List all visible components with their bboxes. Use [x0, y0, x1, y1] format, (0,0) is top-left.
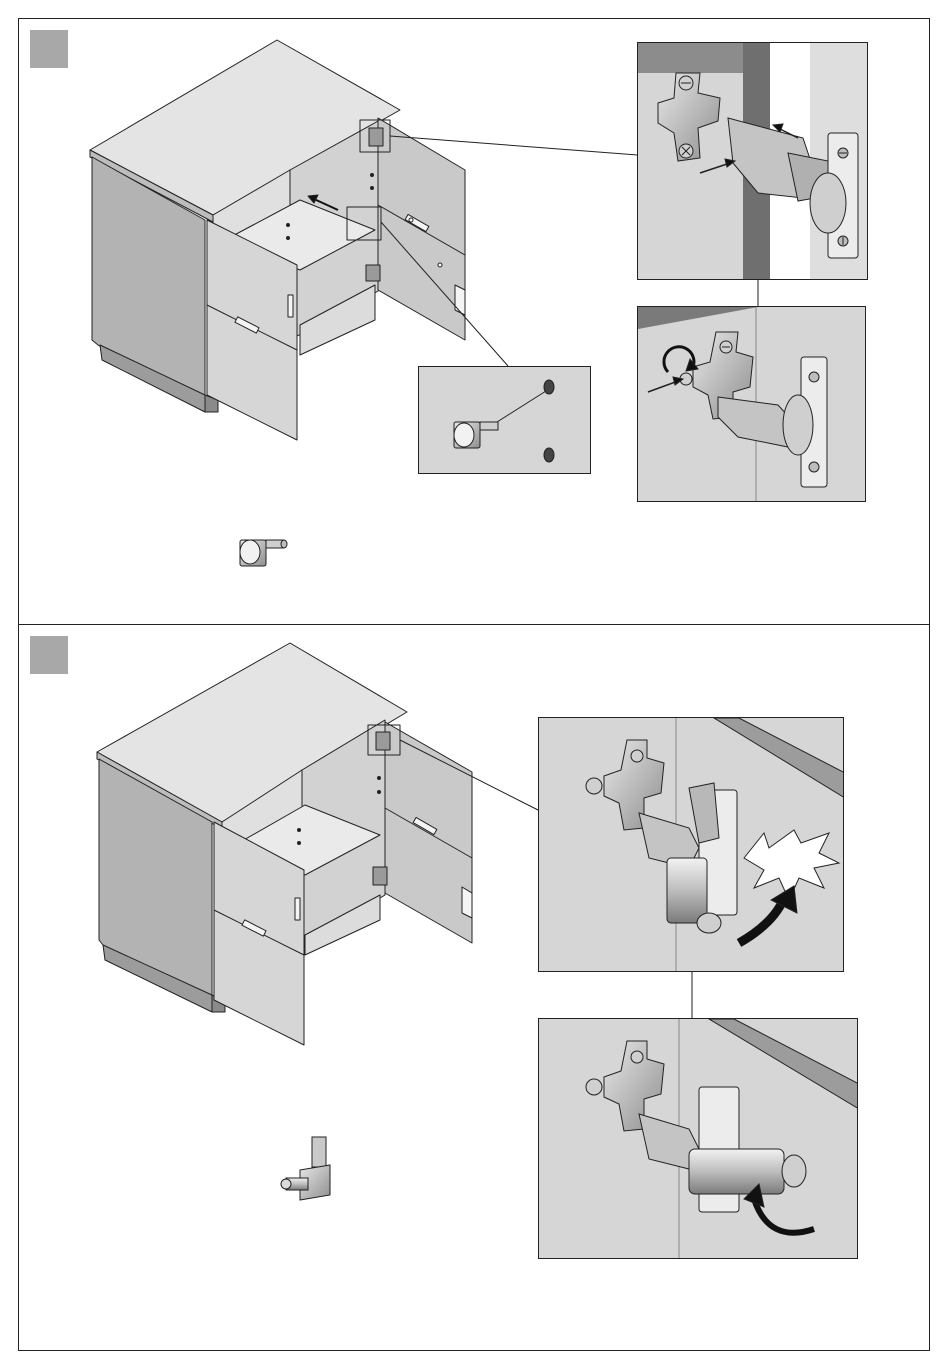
hinge-screw-adjust-detail	[637, 306, 866, 502]
soft-close-damper-snap-detail	[538, 717, 844, 972]
soft-close-damper-adjust-detail	[538, 1018, 858, 1259]
shelf-pin-detail	[418, 366, 591, 474]
step-2-badge	[30, 636, 68, 674]
step-1-badge	[30, 30, 68, 68]
hinge-clip-on-detail	[637, 42, 868, 280]
